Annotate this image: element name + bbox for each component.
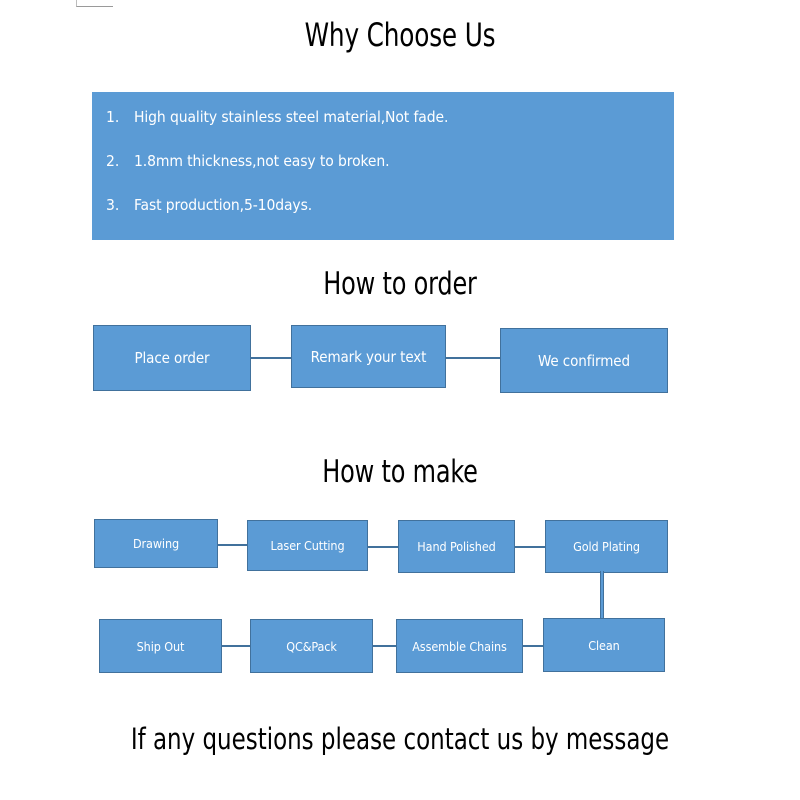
flow-step-gold-plating[interactable]: Gold Plating (545, 520, 668, 573)
connector-place-order-to-remark (251, 357, 291, 359)
connector-assemble-chains-to-qc-pack (373, 645, 396, 647)
list-item-number: 1. (106, 108, 120, 126)
list-item: 3. Fast production,5-10days. (100, 196, 668, 214)
page-title-how-to-make: How to make (322, 454, 478, 490)
flow-step-qc-pack[interactable]: QC&Pack (250, 619, 373, 673)
connector-drawing-to-laser-cutting (218, 544, 247, 546)
connector-remark-to-we-confirmed (446, 357, 500, 359)
flow-step-ship-out[interactable]: Ship Out (99, 619, 222, 673)
list-item-number: 3. (106, 196, 120, 214)
crop-corner-mark (76, 0, 113, 7)
flow-step-laser-cutting[interactable]: Laser Cutting (247, 520, 368, 571)
page-title-why-choose-us: Why Choose Us (304, 16, 496, 54)
connector-gold-plating-to-clean (600, 571, 604, 620)
flow-step-drawing[interactable]: Drawing (94, 519, 218, 568)
flow-step-hand-polished[interactable]: Hand Polished (398, 520, 515, 573)
list-item-label: Fast production,5-10days. (134, 196, 313, 214)
flow-step-we-confirmed[interactable]: We confirmed (500, 328, 668, 393)
connector-clean-to-assemble-chains (523, 645, 543, 647)
connector-qc-pack-to-ship-out (222, 645, 250, 647)
list-item: 1. High quality stainless steel material… (100, 108, 668, 126)
connector-hand-polished-to-gold-plating (515, 546, 545, 548)
list-item-label: 1.8mm thickness,not easy to broken. (134, 152, 390, 170)
connector-laser-cutting-to-hand-polished (368, 546, 398, 548)
feature-list: 1. High quality stainless steel material… (100, 108, 668, 240)
flow-step-clean[interactable]: Clean (543, 618, 665, 672)
flow-step-place-order[interactable]: Place order (93, 325, 251, 391)
list-item-label: High quality stainless steel material,No… (134, 108, 449, 126)
why-choose-us-panel: 1. High quality stainless steel material… (92, 92, 674, 240)
footer-contact-message: If any questions please contact us by me… (130, 722, 670, 756)
flow-step-assemble-chains[interactable]: Assemble Chains (396, 619, 523, 673)
flow-step-remark-your-text[interactable]: Remark your text (291, 325, 446, 388)
list-item: 2. 1.8mm thickness,not easy to broken. (100, 152, 668, 170)
page-title-how-to-order: How to order (323, 266, 477, 302)
list-item-number: 2. (106, 152, 120, 170)
